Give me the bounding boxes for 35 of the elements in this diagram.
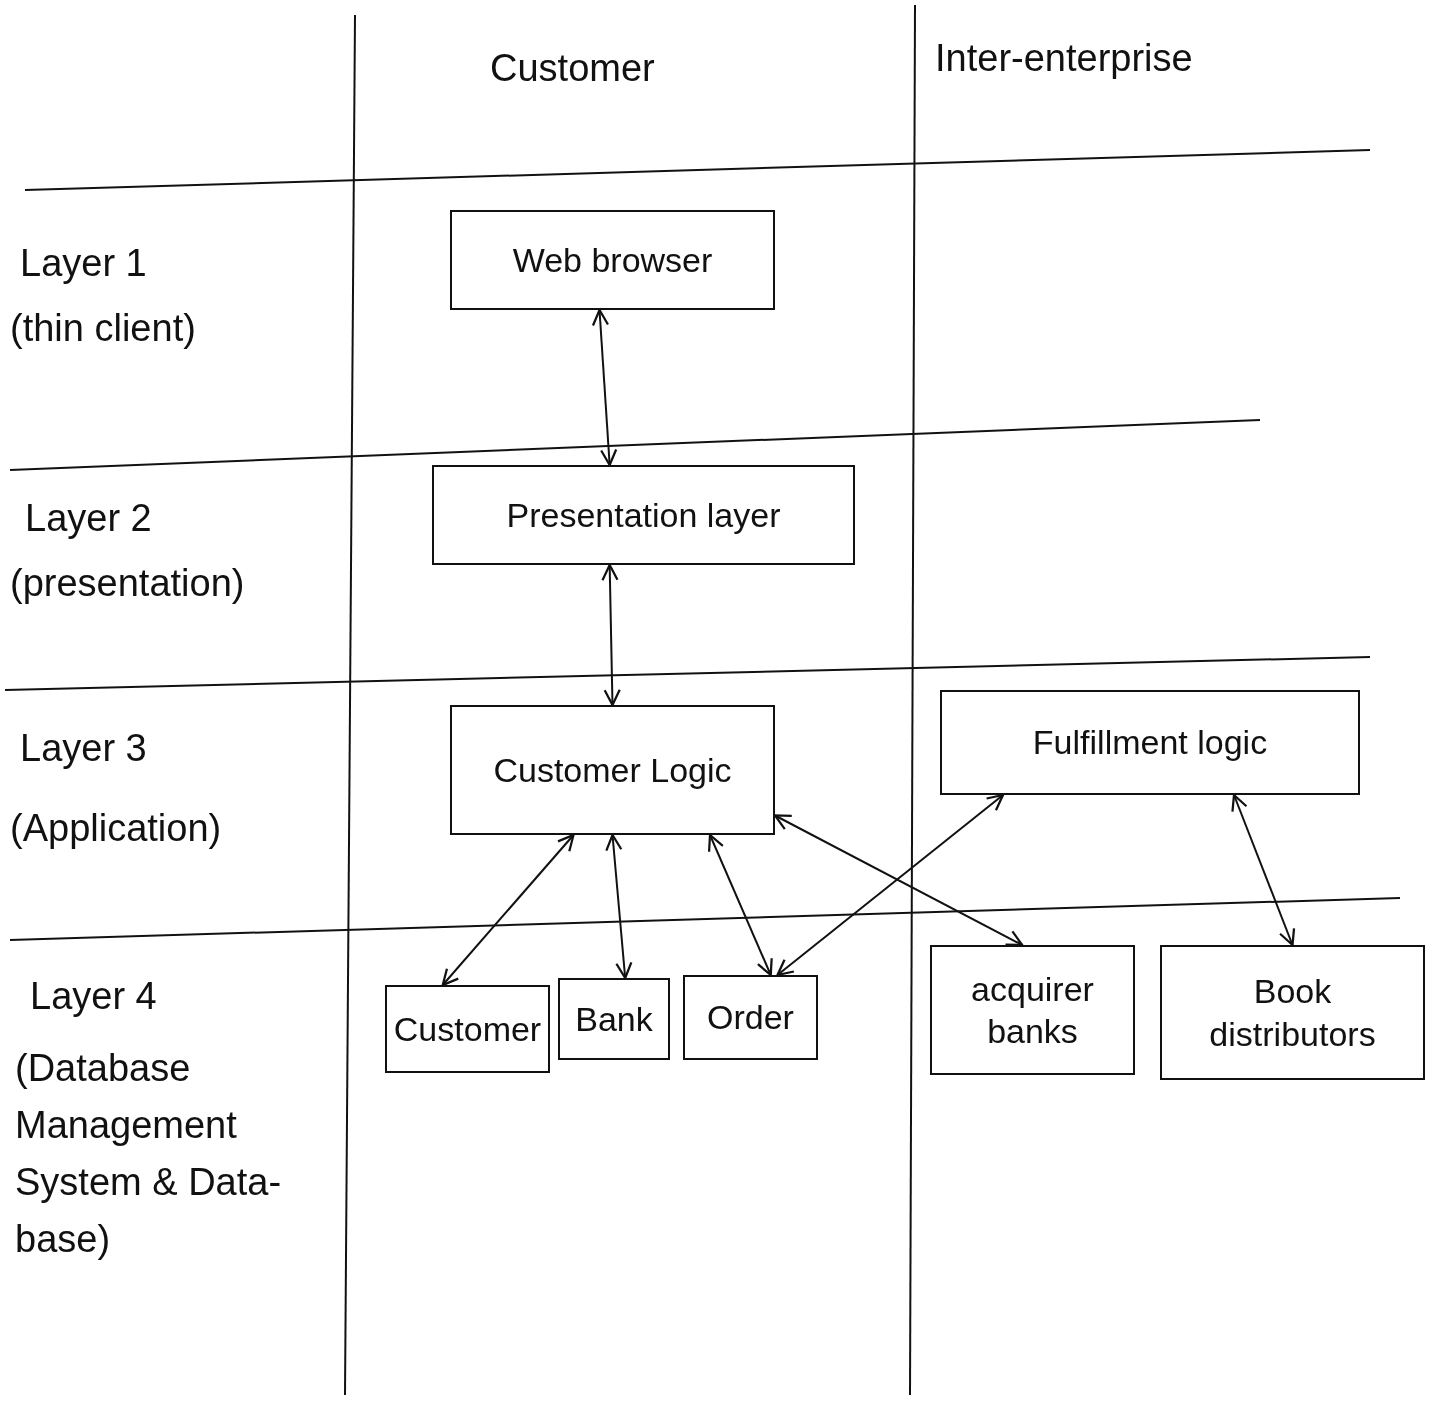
box-label: Presentation layer [506,494,781,536]
row-label: Layer 3 [20,726,147,771]
row-label: Layer 2 [25,496,152,541]
box-label: Customer [393,1008,542,1050]
row-label: (thin client) [10,306,196,351]
box-label: Web browser [512,239,713,281]
arrow [601,563,621,707]
box-label: Bank [575,998,653,1040]
arrow [605,833,633,980]
row-label: (Database Management System & Data-base) [15,1046,283,1262]
process-box [683,975,818,1060]
process-box [1160,945,1425,1080]
process-box [558,978,670,1060]
column-header: Customer [490,46,655,91]
process-box [450,705,775,835]
arrow [707,833,773,977]
process-box [940,690,1360,795]
process-box [450,210,775,310]
box-label: Order [707,997,794,1039]
box-label: Customer Logic [493,749,732,791]
arrow [776,793,1005,977]
row-label: (presentation) [10,561,245,606]
box-label: Fulfillment logic [1032,722,1268,764]
process-box [930,945,1135,1075]
column-header: Inter-enterprise [935,36,1193,81]
box-label: acquirer banks [970,968,1095,1052]
arrow [591,308,618,467]
arrow [1231,793,1296,947]
arrow [441,833,575,987]
row-label: Layer 1 [20,241,147,286]
process-box [432,465,855,565]
box-label: Book distributors [1208,971,1377,1055]
process-box [385,985,550,1073]
row-label: Layer 4 [30,974,157,1019]
row-label: (Application) [10,806,222,851]
